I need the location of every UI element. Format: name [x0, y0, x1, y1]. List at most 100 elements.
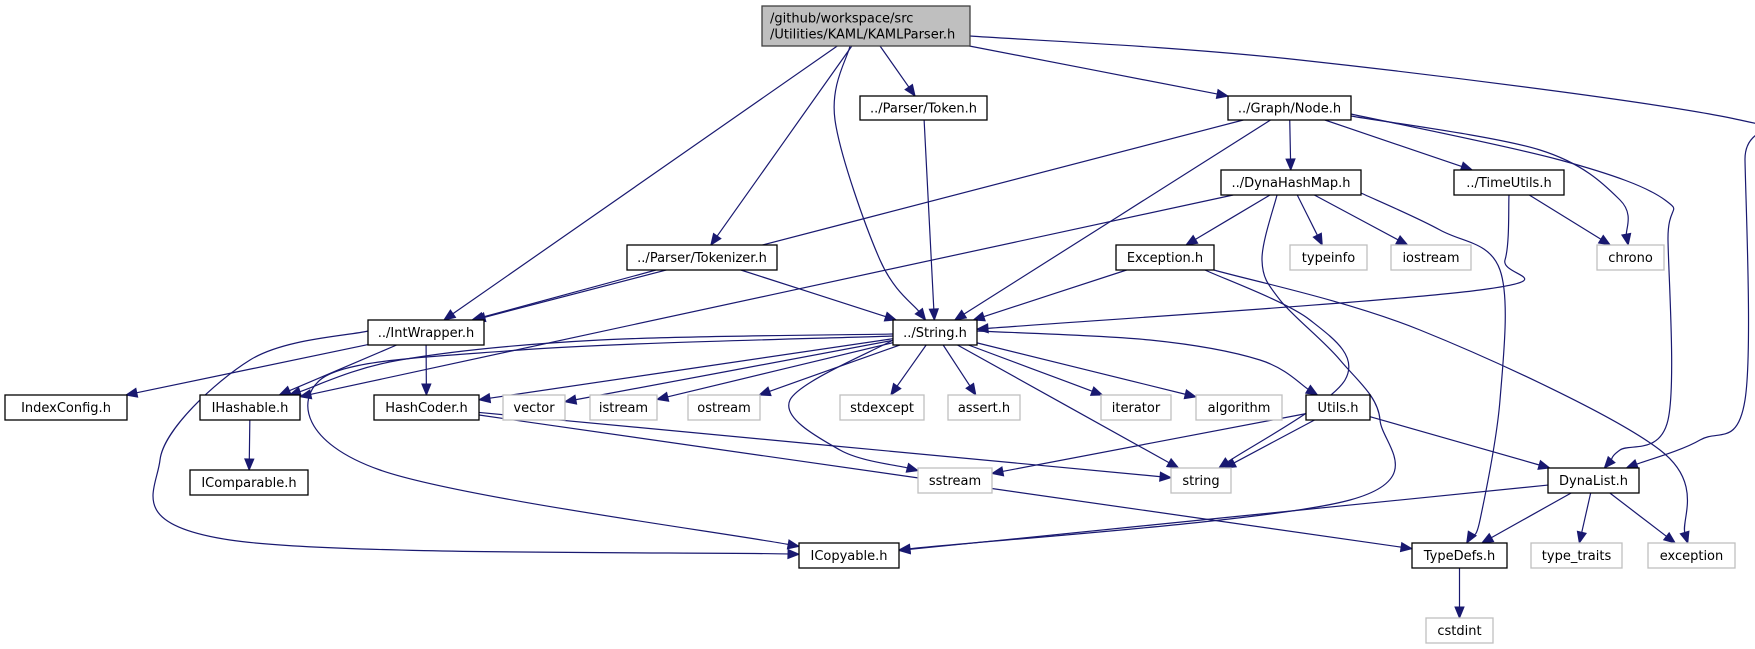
edge-intwrapper-to-ihashable	[278, 344, 397, 396]
node-box	[1195, 394, 1283, 421]
node-token[interactable]: ../Parser/Token.h	[859, 95, 988, 121]
edge-line	[923, 119, 935, 311]
node-sstream: sstream	[917, 467, 993, 494]
node-box	[589, 394, 658, 421]
node-label: stdexcept	[850, 401, 914, 416]
node-hashcoder[interactable]: HashCoder.h	[373, 394, 480, 421]
edge-root-to-node	[969, 45, 1230, 100]
arrowhead-icon	[914, 307, 927, 322]
node-box	[626, 244, 778, 271]
edge-line	[1289, 119, 1292, 161]
node-utils[interactable]: Utils.h	[1305, 394, 1371, 421]
edge-string_h-to-string	[957, 344, 1180, 469]
arrowhead-icon	[972, 311, 986, 322]
node-box	[1390, 244, 1472, 271]
arrowhead-icon	[905, 462, 920, 473]
arrowhead-icon	[1215, 88, 1230, 100]
node-assert: assert.h	[947, 394, 1021, 421]
edge-ihashable-to-icomparable	[244, 419, 255, 472]
edge-line	[135, 343, 369, 394]
node-vector: vector	[502, 394, 566, 421]
node-typeinfo: typeinfo	[1289, 244, 1368, 271]
edge-line	[1232, 419, 1315, 464]
node-box	[1227, 95, 1352, 121]
node-box	[859, 95, 988, 121]
edge-line	[1580, 492, 1592, 534]
node-icopyable[interactable]: ICopyable.h	[798, 542, 900, 569]
edge-line	[1296, 194, 1319, 237]
node-dynahashmap[interactable]: ../DynaHashMap.h	[1220, 169, 1362, 196]
node-label: ../Parser/Token.h	[870, 102, 977, 117]
node-ihashable[interactable]: IHashable.h	[199, 394, 301, 421]
arrowhead-icon	[442, 309, 457, 321]
node-box	[1425, 617, 1494, 644]
edge-node-to-dynalist	[1350, 113, 1675, 469]
edge-timeutils-to-chrono	[1528, 194, 1612, 246]
edge-line	[1314, 194, 1400, 241]
arrowhead-icon	[990, 466, 1005, 477]
arrowhead-icon	[477, 392, 492, 404]
node-label: istream	[599, 401, 648, 416]
arrowhead-icon	[1159, 471, 1173, 482]
node-box	[1530, 542, 1623, 569]
arrowhead-icon	[897, 544, 911, 555]
node-box	[687, 394, 761, 421]
node-label: chrono	[1608, 251, 1653, 266]
node-iterator: iterator	[1100, 394, 1172, 421]
node-stdexcept: stdexcept	[839, 394, 925, 421]
edge-line	[969, 35, 1755, 466]
edge-line	[962, 119, 1271, 316]
edge-root-to-token	[879, 45, 916, 98]
node-root[interactable]: /github/workspace/src/Utilities/KAML/KAM…	[761, 5, 971, 47]
edge-line	[968, 344, 1094, 393]
edge-root-to-string_h	[833, 45, 927, 322]
node-label: ../IntWrapper.h	[378, 326, 474, 341]
node-timeutils[interactable]: ../TimeUtils.h	[1453, 169, 1565, 196]
edge-line	[833, 45, 920, 313]
arrowhead-icon	[1454, 606, 1465, 620]
node-intwrapper[interactable]: ../IntWrapper.h	[367, 319, 485, 346]
node-label: string	[1182, 474, 1219, 489]
edge-node-to-chrono	[1350, 115, 1632, 247]
edge-line	[986, 194, 1526, 330]
node-label: DynaList.h	[1559, 474, 1628, 489]
edge-line	[908, 484, 1549, 551]
edge-line	[1528, 194, 1603, 241]
edge-exception_h-to-string_h	[972, 269, 1127, 322]
node-typedefs[interactable]: TypeDefs.h	[1411, 542, 1508, 569]
edge-string_h-to-istream	[655, 342, 894, 402]
edge-tokenizer-to-string_h	[740, 269, 898, 322]
edge-intwrapper-to-icopyable	[152, 330, 801, 560]
arrowhead-icon	[928, 308, 940, 322]
node-icomparable[interactable]: IComparable.h	[189, 469, 309, 496]
node-label: /Utilities/KAML/KAMLParser.h	[770, 28, 955, 43]
node-dynalist[interactable]: DynaList.h	[1547, 467, 1640, 494]
edge-line	[298, 333, 894, 393]
node-tokenizer[interactable]: ../Parser/Tokenizer.h	[626, 244, 778, 271]
arrowhead-icon	[421, 383, 432, 397]
edge-line	[976, 342, 1187, 396]
node-node[interactable]: ../Graph/Node.h	[1227, 95, 1352, 121]
edge-line	[942, 344, 971, 387]
node-label: sstream	[929, 474, 981, 489]
edge-line	[307, 335, 894, 546]
node-box	[798, 542, 900, 569]
edge-line	[481, 269, 657, 318]
node-box	[1289, 244, 1368, 271]
node-box	[839, 394, 925, 421]
arrowhead-icon	[883, 311, 898, 322]
edge-typedefs-to-cstdint	[1454, 568, 1465, 620]
edge-line	[451, 45, 838, 315]
node-string_h[interactable]: ../String.h	[892, 319, 978, 346]
node-label: iterator	[1112, 401, 1161, 416]
node-box	[367, 319, 485, 346]
arrowhead-icon	[1625, 459, 1639, 469]
edge-string_h-to-icopyable	[307, 335, 894, 550]
edge-dynahashmap-to-exception_h	[1184, 194, 1271, 246]
node-indexconfig[interactable]: IndexConfig.h	[4, 394, 128, 421]
arrowhead-icon	[1662, 531, 1677, 544]
edge-hashcoder-to-string	[478, 411, 1173, 482]
node-exception_h[interactable]: Exception.h	[1115, 244, 1215, 271]
node-label: ../Parser/Tokenizer.h	[637, 251, 767, 266]
edge-node-to-string_h	[953, 119, 1271, 321]
